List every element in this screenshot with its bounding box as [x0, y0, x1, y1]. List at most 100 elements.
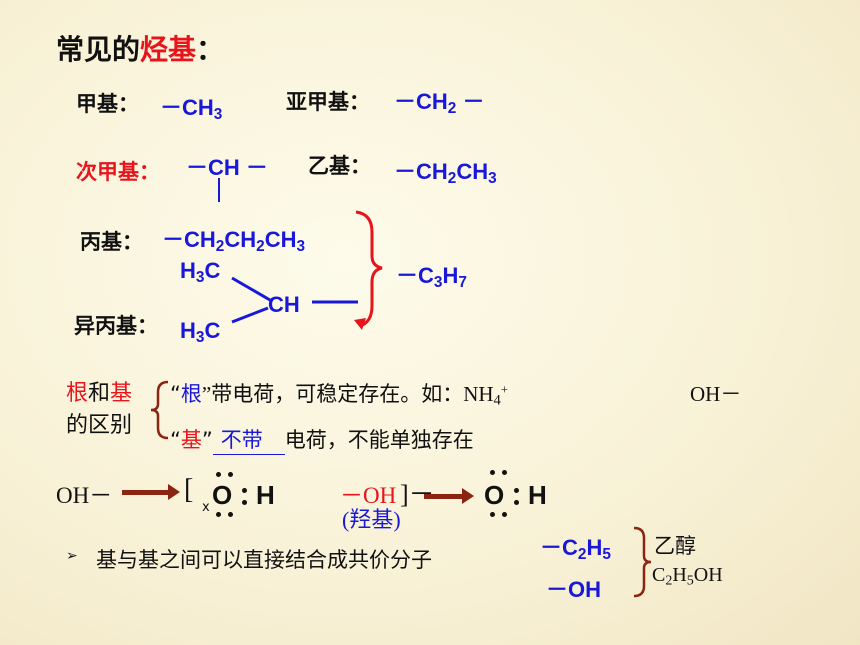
iso-h-top: H	[180, 258, 196, 283]
isopropyl-h3c-top: H3C	[180, 258, 220, 287]
propyl-s2: 2	[256, 237, 265, 255]
electron-dot	[228, 512, 233, 517]
methine-formula: －CH －	[186, 155, 268, 180]
title-highlight: 烃基	[140, 33, 197, 66]
ethyl-s1: 2	[447, 169, 457, 187]
electron-dot	[502, 470, 507, 475]
iso-bond-bottom	[231, 306, 269, 324]
title-prefix: 常见的	[56, 33, 141, 66]
label-gen: 根	[66, 381, 89, 406]
electron-dot	[216, 472, 221, 477]
iso-c-bot: C	[204, 318, 221, 343]
methylene-label: 亚甲基：	[286, 90, 370, 114]
bullet-arrow-icon: ➢	[66, 548, 78, 564]
page-title: 常见的烃基：	[56, 28, 224, 68]
c3h7-formula: －C3H7	[396, 258, 467, 292]
eth-oh: OH	[693, 564, 723, 586]
c3h7-s2: 7	[458, 273, 467, 291]
methyl-formula-sub: 3	[213, 105, 223, 123]
propyl-label: 丙基：	[80, 230, 143, 254]
propyl-f1: －CH	[162, 227, 216, 252]
iso-c-top: C	[204, 258, 221, 283]
propyl-formula: －CH2CH2CH3	[162, 222, 305, 256]
radical-group-label: 根和基 的区别	[66, 378, 132, 442]
nh4-sub: 4	[493, 392, 501, 409]
group-line: “基”不带电荷，不能单独存在	[170, 424, 474, 455]
iso-h-sub-top: 3	[195, 268, 205, 286]
isopropyl-label: 异丙基：	[74, 314, 158, 338]
electron-dot	[242, 500, 247, 505]
ethyl-group-formula: －C2H5	[540, 530, 611, 564]
word-ji: 基	[180, 428, 202, 452]
oh-ion: OH－	[56, 483, 113, 508]
iso-h-bot: H	[180, 318, 196, 343]
methyl-label: 甲基：	[76, 92, 139, 116]
eth-s2: 5	[686, 573, 694, 589]
methyl-formula: －CH3	[160, 90, 222, 124]
ethyl-f2: CH	[456, 159, 489, 184]
methylene-formula-sub: 2	[447, 99, 457, 117]
propyl-s1: 2	[215, 237, 225, 255]
oh-example-text: OH	[690, 382, 721, 406]
difference-brace-path	[150, 380, 169, 440]
title-suffix: ：	[196, 33, 225, 66]
bracket-close: ]－	[400, 480, 435, 509]
electron-dot	[502, 512, 507, 517]
brace-arrowhead	[354, 318, 366, 330]
hydrogen-2: H	[528, 480, 547, 510]
iso-h-sub-bot: 3	[195, 328, 205, 346]
electron-dot	[216, 512, 221, 517]
isopropyl-h3c-bottom: H3C	[180, 318, 220, 347]
eth-h: H	[672, 564, 687, 586]
iso-bond-top	[231, 276, 271, 302]
ethanol-brace	[633, 526, 652, 598]
x-electron: x	[202, 500, 210, 515]
electron-dot	[242, 488, 247, 493]
arrow-1	[122, 484, 180, 500]
isopropyl-ch: CH	[268, 292, 300, 317]
electron-dot	[514, 488, 519, 493]
c2h5-c: －C	[540, 535, 578, 560]
electron-dot	[228, 472, 233, 477]
propyl-f3: CH	[264, 227, 297, 252]
ethyl-label: 乙基：	[308, 154, 371, 178]
c2h5-s2: 5	[602, 545, 611, 563]
oxygen-2: O	[484, 480, 505, 510]
c3h7-s1: 3	[433, 273, 443, 291]
methylene-formula-tail: －	[456, 89, 485, 114]
hydroxyl-label: (羟基)	[342, 507, 401, 532]
electron-dot	[514, 500, 519, 505]
electron-dot	[490, 512, 495, 517]
nh4-sup: +	[500, 382, 508, 397]
q2-close: ”	[201, 428, 213, 452]
c2h5-h: H	[586, 535, 603, 560]
ethyl-f1: －CH	[394, 159, 448, 184]
q1-open: “	[170, 382, 181, 406]
c3h7-brace	[355, 210, 383, 328]
c2h5-s1: 2	[577, 545, 587, 563]
propyl-f2: CH	[224, 227, 257, 252]
ethanol-name: 乙醇	[654, 534, 696, 558]
radical-desc: ”带电荷，可稳定存在。如：NH	[201, 382, 494, 406]
ethanol-formula: C2H5OH	[652, 564, 723, 590]
c3h7-f2: H	[442, 263, 459, 288]
ethyl-formula: －CH2CH3	[394, 154, 497, 188]
oh-minus-example: OH－	[690, 378, 741, 408]
methine-vertical-bond	[218, 178, 220, 202]
ethyl-s2: 3	[488, 169, 497, 187]
methine-label: 次甲基：	[76, 160, 160, 184]
propyl-s3: 3	[296, 237, 306, 255]
ethanol-brace-path	[633, 526, 652, 598]
blank-not-charged: 不带	[212, 424, 285, 455]
hydroxyl-formula: －OH	[546, 577, 602, 602]
arrow-2	[424, 488, 474, 504]
bullet-text: 基与基之间可以直接结合成共价分子	[96, 548, 432, 572]
bracket-open: [	[184, 474, 194, 505]
methylene-formula-main: －CH	[394, 89, 448, 114]
label-he: 和	[88, 381, 111, 406]
eth-s1: 2	[665, 573, 673, 589]
difference-brace	[150, 380, 169, 440]
label-ji: 基	[110, 381, 133, 406]
oh-group: －OH	[340, 483, 397, 508]
c3h7-f1: －C	[396, 263, 434, 288]
